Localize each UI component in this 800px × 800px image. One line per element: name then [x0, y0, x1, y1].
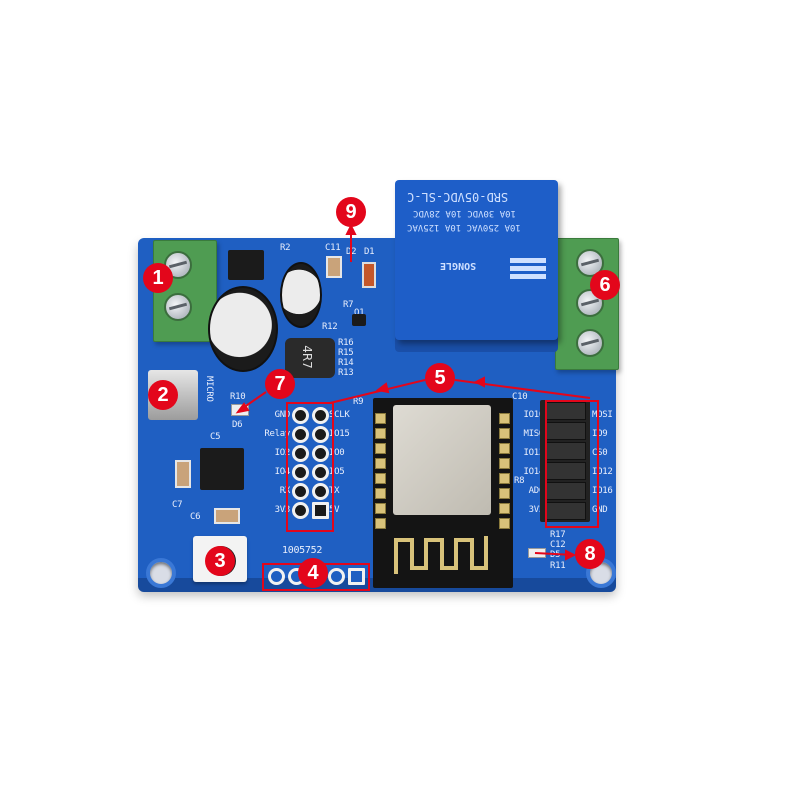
pin-label: IO9: [592, 429, 608, 439]
screw-icon: [164, 293, 192, 321]
electrolytic-capacitor-small: [280, 262, 322, 328]
callout-2: 2: [148, 380, 178, 410]
callout-1: 1: [143, 263, 173, 293]
capacitor-c6: [214, 508, 240, 524]
pin-label: IO13: [523, 448, 545, 458]
label-r9: R9: [353, 397, 364, 407]
callout-9: 9: [336, 197, 366, 227]
pin-label: MISO: [523, 429, 545, 439]
pin-label: IO15: [329, 429, 350, 439]
label-d6: D6: [232, 420, 243, 430]
pin-label: MOSI: [592, 410, 613, 420]
label-c6: C6: [190, 512, 201, 522]
relay-rating-2: 10A 30VDC 10A 28VDC: [413, 208, 516, 218]
label-r2: R2: [280, 243, 291, 253]
pin-label: GND: [274, 410, 291, 420]
ic-chip-8pin: [228, 250, 264, 280]
label-c5: C5: [210, 432, 221, 442]
label-c12: C12: [550, 540, 566, 550]
label-c11: C11: [325, 243, 341, 253]
left-header-left-labels: GND Relay IO2 IO4 RX 3V3: [250, 410, 290, 524]
voltage-regulator: [200, 448, 244, 490]
pin-label: RX: [279, 486, 291, 496]
diode-d1: [362, 262, 376, 288]
electrolytic-capacitor-large: [208, 286, 278, 372]
callout-3: 3: [205, 546, 235, 576]
callout-4: 4: [298, 558, 328, 588]
pin-label: IO16: [592, 486, 613, 496]
label-r12: R12: [322, 322, 338, 332]
pin-label: 3V3: [274, 505, 291, 515]
pin-label: CS0: [592, 448, 608, 458]
label-c7: C7: [172, 500, 183, 510]
right-header-right-labels: MOSI IO9 CS0 IO12 IO16 GND: [592, 410, 622, 524]
led-d5: [528, 548, 546, 558]
label-r8: R8: [514, 476, 525, 486]
mounting-hole-bottom-left: [146, 558, 176, 588]
transistor-q1: [352, 314, 366, 326]
esp12f-pads: [373, 398, 513, 588]
left-header-highlight-box: [286, 402, 334, 532]
label-r13: R13: [338, 368, 354, 378]
pcb-antenna-icon: [394, 536, 488, 574]
label-d5: D5: [550, 550, 561, 560]
callout-8: 8: [575, 539, 605, 569]
label-micro: MICRO: [204, 376, 214, 402]
right-header-highlight-box: [545, 400, 599, 528]
label-r17: R17: [550, 530, 566, 540]
callout-5: 5: [425, 363, 455, 393]
left-header-right-labels: SCLK IO15 IO0 IO5 TX 5V: [329, 410, 369, 524]
label-q1: Q1: [354, 308, 365, 318]
screw-icon: [576, 329, 604, 357]
led-d6: [231, 404, 249, 416]
label-d1: D1: [364, 247, 375, 257]
relay: SRD-05VDC-SL-C 10A 250VAC 10A 125VAC 10A…: [395, 180, 558, 340]
label-r15: R15: [338, 348, 354, 358]
right-header-left-labels: IO10 MISO IO13 IO14 ADC 3V3: [510, 410, 545, 524]
inductor: 4R7: [285, 338, 335, 378]
female-pin-header[interactable]: [540, 400, 590, 522]
pin-label: IO10: [523, 410, 545, 420]
pin-label: IO5: [329, 467, 345, 477]
label-d2: D2: [346, 247, 357, 257]
label-c10: C10: [512, 392, 528, 402]
pin-label: 3V3: [528, 505, 545, 515]
label-r11: R11: [550, 561, 566, 571]
relay-output-terminal-block: [555, 238, 619, 370]
pin-label: GND: [592, 505, 608, 515]
pin-label: ADC: [528, 486, 545, 496]
label-r7: R7: [343, 300, 354, 310]
capacitor-c11: [326, 256, 342, 278]
pin-label: IO12: [592, 467, 613, 477]
pin-label: IO14: [523, 467, 545, 477]
callout-6: 6: [590, 270, 620, 300]
pin-label: 5V: [329, 505, 340, 515]
esp12f-shield: [393, 405, 491, 515]
relay-brand: SONGLE: [440, 260, 477, 271]
label-r10: R10: [230, 392, 246, 402]
pin-label: IO2: [274, 448, 291, 458]
pin-label: IO4: [274, 467, 291, 477]
capacitor-c7: [175, 460, 191, 488]
label-r16: R16: [338, 338, 354, 348]
songle-logo-icon: [510, 258, 546, 263]
board-code: 1005752: [282, 545, 323, 556]
inductor-marking: 4R7: [299, 345, 314, 369]
relay-rating-1: 10A 250VAC 10A 125VAC: [407, 222, 521, 232]
pin-label: SCLK: [329, 410, 350, 420]
callout-7: 7: [265, 369, 295, 399]
relay-model: SRD-05VDC-SL-C: [407, 190, 509, 204]
pin-label: IO0: [329, 448, 345, 458]
left-pin-header[interactable]: [292, 405, 330, 525]
pin-label: Relay: [264, 429, 290, 439]
pin-label: TX: [329, 486, 340, 496]
label-r14: R14: [338, 358, 354, 368]
